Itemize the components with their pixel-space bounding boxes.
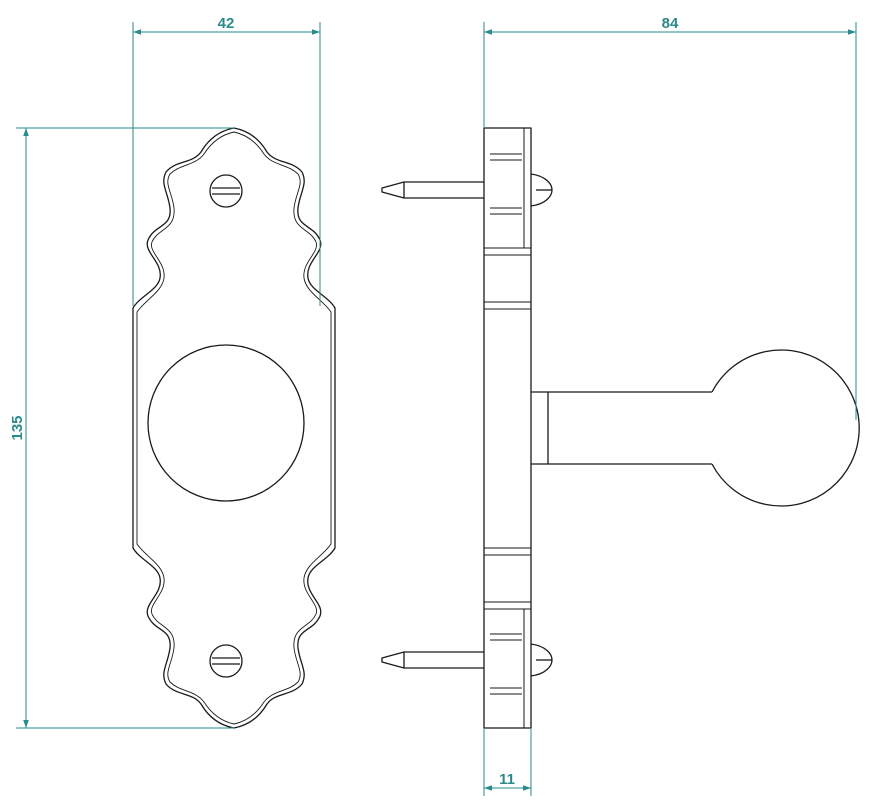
height-label: 135 xyxy=(9,415,26,440)
knob-ball xyxy=(711,349,860,507)
bottom-pin xyxy=(381,651,484,669)
side-view xyxy=(381,127,860,729)
plate-side xyxy=(483,127,532,729)
knob-face xyxy=(147,344,305,502)
bottom-screw-slot xyxy=(212,657,240,665)
front-view xyxy=(132,127,336,729)
top-screw-slot xyxy=(212,187,240,195)
plate-side-details xyxy=(484,128,531,728)
thickness-label: 11 xyxy=(499,771,515,788)
width-label: 42 xyxy=(218,15,235,32)
top-pin xyxy=(381,181,484,199)
dimension-labels: 42 135 84 11 xyxy=(9,15,679,788)
escutcheon-plate-outline xyxy=(132,127,336,729)
bottom-screw-head xyxy=(209,644,243,678)
projection-label: 84 xyxy=(662,15,679,32)
dimension-lines xyxy=(16,22,857,796)
top-screw-head xyxy=(209,174,243,208)
escutcheon-plate-inner-edge xyxy=(136,131,332,725)
knob-shank xyxy=(531,391,712,465)
